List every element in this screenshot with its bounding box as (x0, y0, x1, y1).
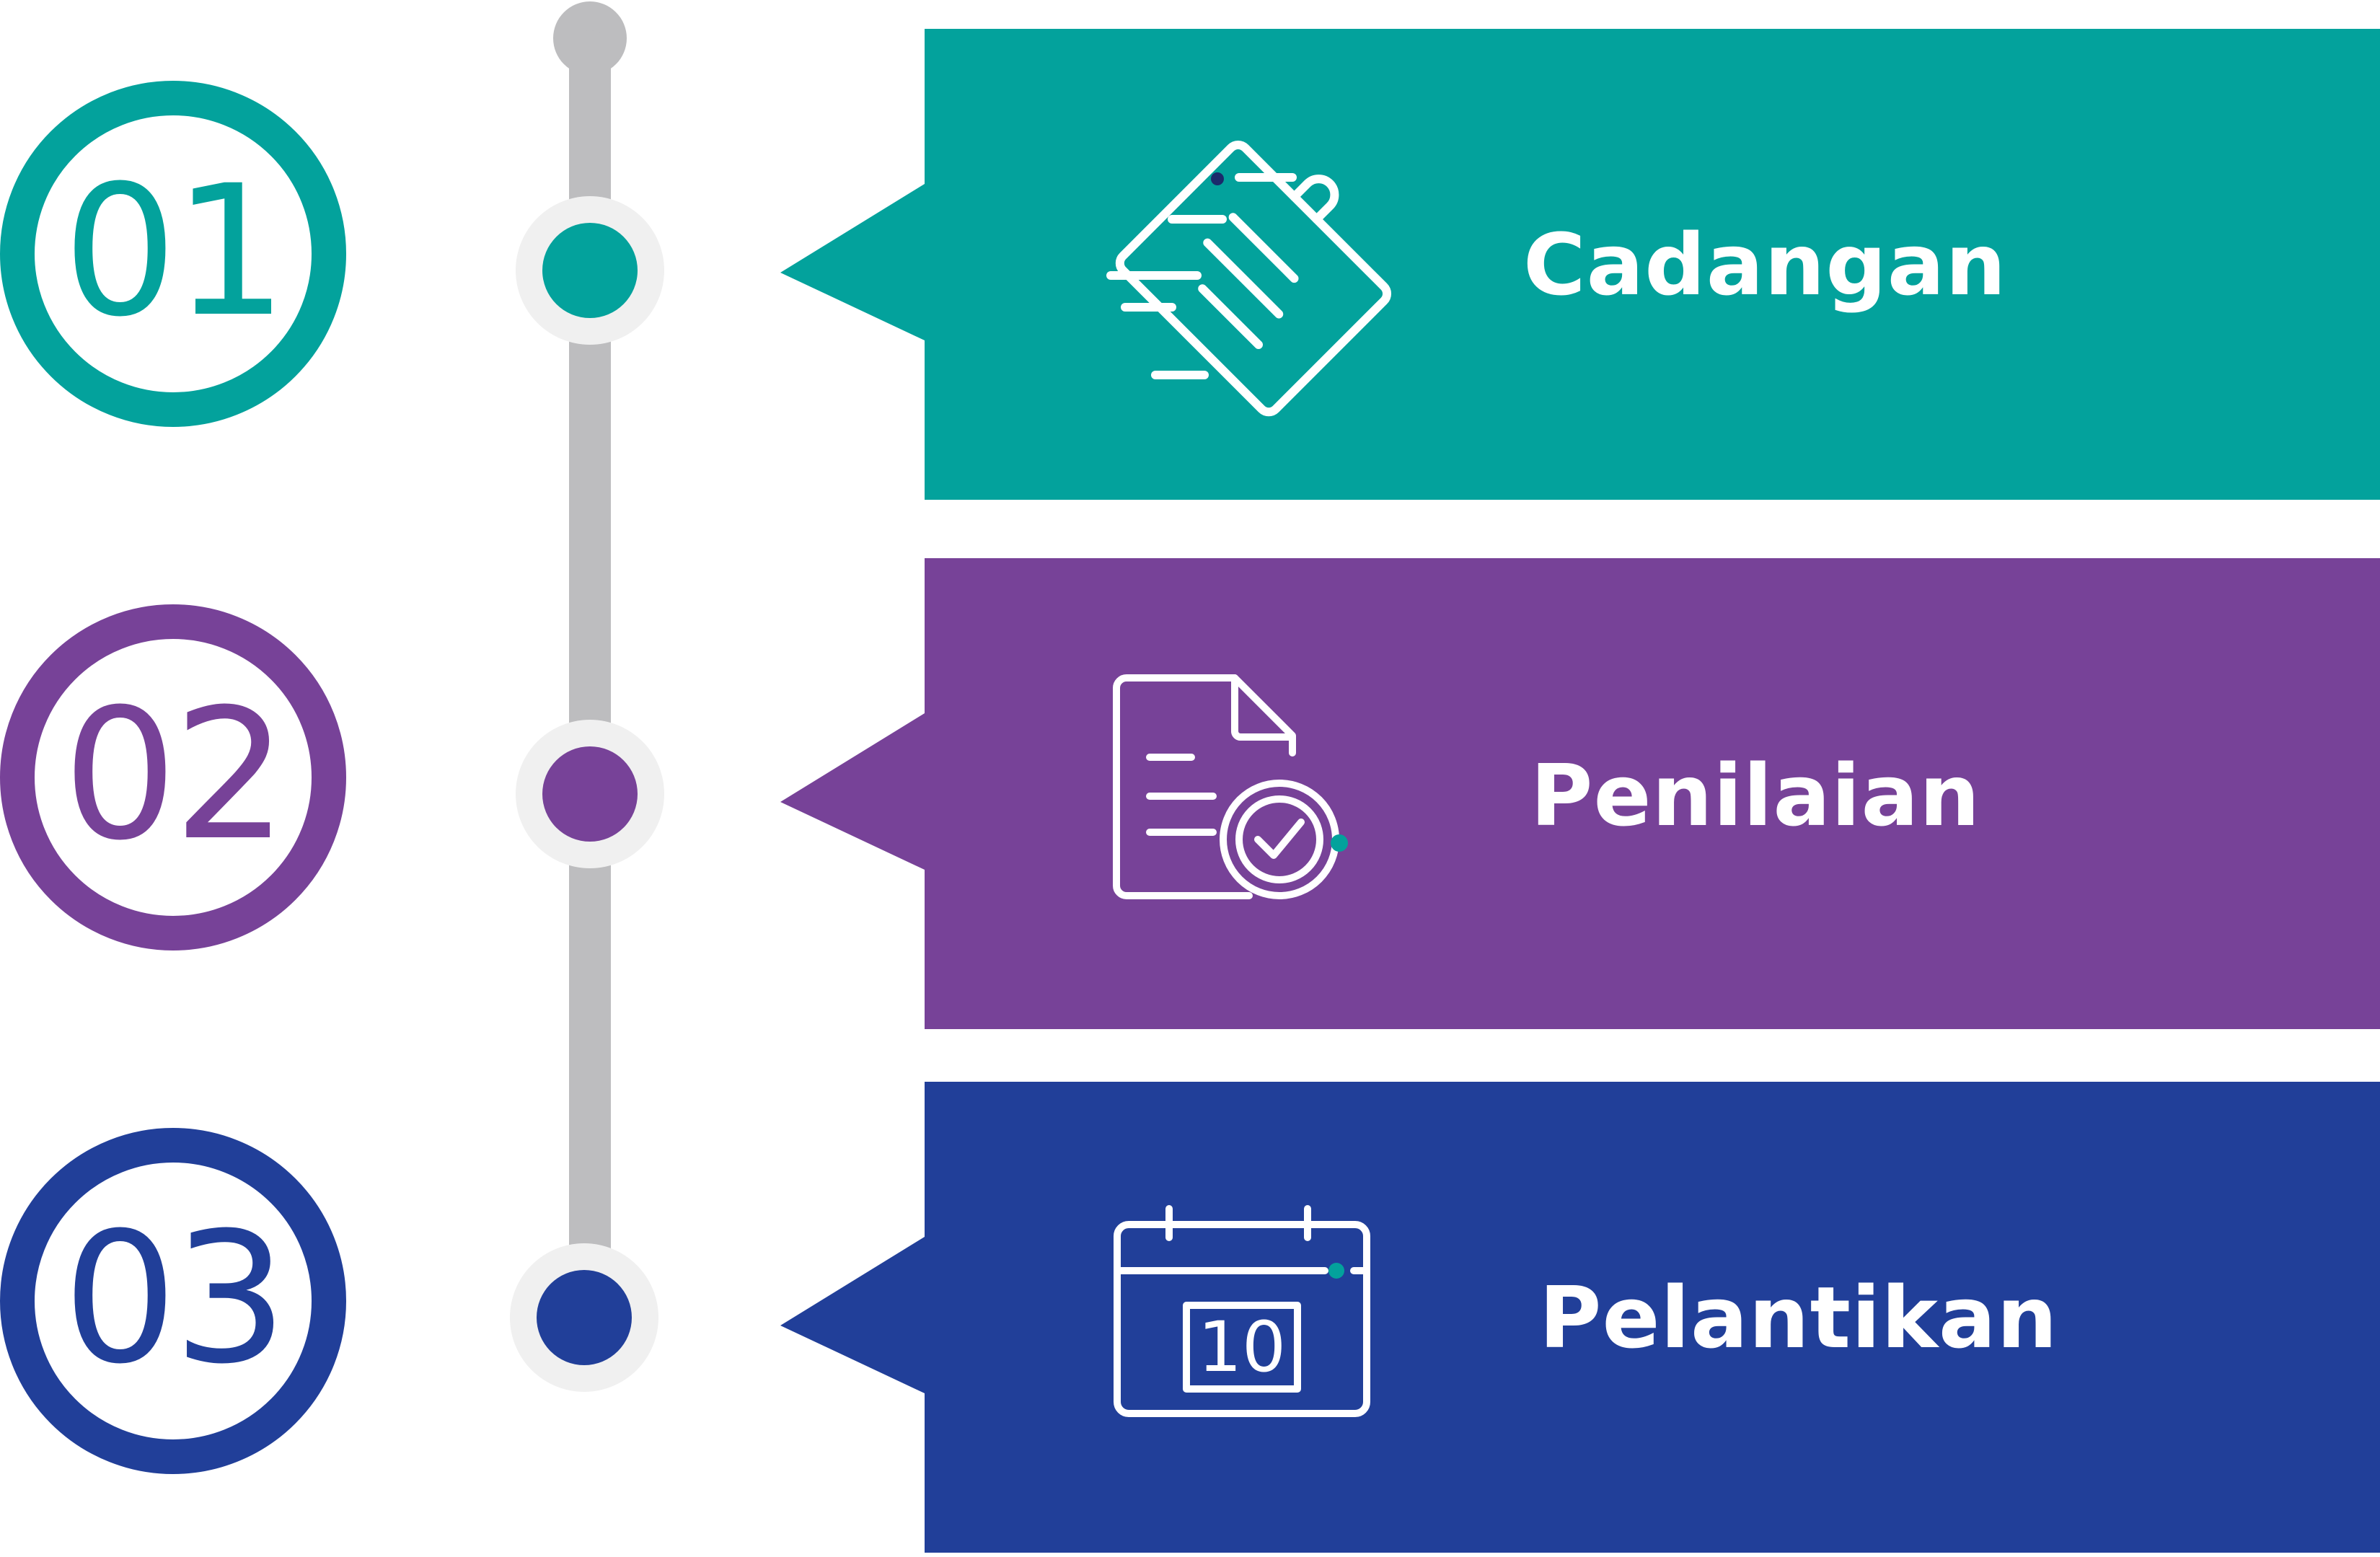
step-label-3: Pelantikan (1539, 1268, 2058, 1367)
calendar-day-number: 10 (1197, 1307, 1287, 1388)
calendar-frame (1114, 1205, 1370, 1417)
step-number-ring-3: 03 (0, 1128, 346, 1474)
calendar-icon: 10 (1109, 1204, 1375, 1421)
step-number-3: 03 (62, 1194, 288, 1403)
banner-shape-3 (780, 1082, 2380, 1553)
banner-shape-1 (780, 29, 2380, 500)
timeline-node-dot-3 (537, 1270, 632, 1365)
timeline-node-3 (510, 1243, 658, 1392)
step-number-ring-2: 02 (0, 604, 346, 950)
timeline-node-1 (516, 196, 664, 345)
step-label-1: Cadangan (1523, 215, 2007, 314)
step-banner-2: Penilaian (780, 558, 2380, 1029)
timeline-node-dot-1 (542, 223, 638, 318)
clipboard-document-icon (1106, 140, 1392, 417)
step-number-ring-1: 01 (0, 81, 346, 427)
step-banner-3: 10 Pelantikan (780, 1082, 2380, 1553)
step-banner-1: Cadangan (780, 29, 2380, 500)
document-check-icon (1113, 674, 1348, 899)
step-label-2: Penilaian (1530, 746, 1981, 845)
timeline-node-dot-2 (542, 746, 638, 842)
step-number-1: 01 (62, 146, 288, 356)
step-number-2: 02 (62, 670, 288, 880)
timeline-node-2 (516, 720, 664, 868)
